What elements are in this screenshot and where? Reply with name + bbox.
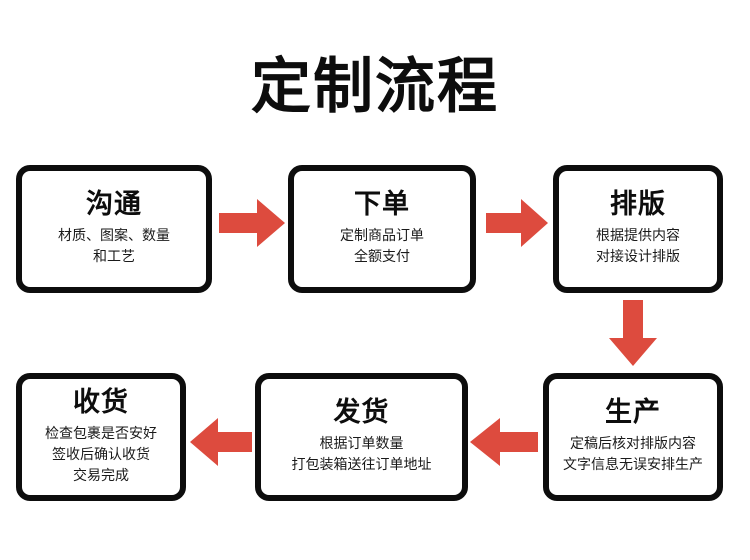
step-title: 发货 [333,397,390,428]
step-description-line: 打包装箱送往订单地址 [291,457,432,473]
step-description-line: 交易完成 [73,467,129,484]
step-description-line: 和工艺 [93,249,135,265]
step-title: 下单 [354,189,410,220]
step-description: 根据提供内容 对接设计排版 [596,226,680,268]
step-box-production: 生产 定稿后核对排版内容 文字信息无误安排生产 [543,373,723,501]
step-description: 检查包裹是否安好 签收后确认收货 交易完成 [45,424,157,487]
step-description: 定稿后核对排版内容 文字信息无误安排生产 [563,434,703,476]
step-description-line: 材质、图案、数量 [58,228,170,244]
arrow-down-icon [609,300,657,366]
step-description: 定制商品订单 全额支付 [340,226,424,268]
arrow-left-icon [470,418,538,466]
step-description-line: 定制商品订单 [340,228,424,244]
step-description: 根据订单数量 打包装箱送往订单地址 [292,434,432,476]
arrow-right-icon [486,199,548,247]
step-box-receiving: 收货 检查包裹是否安好 签收后确认收货 交易完成 [16,373,186,501]
step-description: 材质、图案、数量 和工艺 [58,226,170,268]
step-box-shipping: 发货 根据订单数量 打包装箱送往订单地址 [255,373,468,501]
arrow-right-icon [219,199,285,247]
step-description-line: 根据提供内容 [596,228,680,244]
step-box-order: 下单 定制商品订单 全额支付 [288,165,476,293]
step-title: 生产 [605,397,661,428]
arrow-left-icon [190,418,252,466]
step-description-line: 根据订单数量 [319,436,404,452]
step-box-communication: 沟通 材质、图案、数量 和工艺 [16,165,212,293]
page-title: 定制流程 [251,52,499,122]
step-description-line: 文字信息无误安排生产 [563,457,703,473]
step-description-line: 全额支付 [354,249,410,265]
step-description-line: 对接设计排版 [596,249,680,265]
step-description-line: 签收后确认收货 [52,446,150,463]
step-description-line: 检查包裹是否安好 [45,425,157,442]
step-title: 排版 [610,189,666,220]
step-description-line: 定稿后核对排版内容 [570,436,696,452]
step-title: 沟通 [86,189,142,220]
step-box-typesetting: 排版 根据提供内容 对接设计排版 [553,165,723,293]
step-title: 收货 [73,386,129,418]
